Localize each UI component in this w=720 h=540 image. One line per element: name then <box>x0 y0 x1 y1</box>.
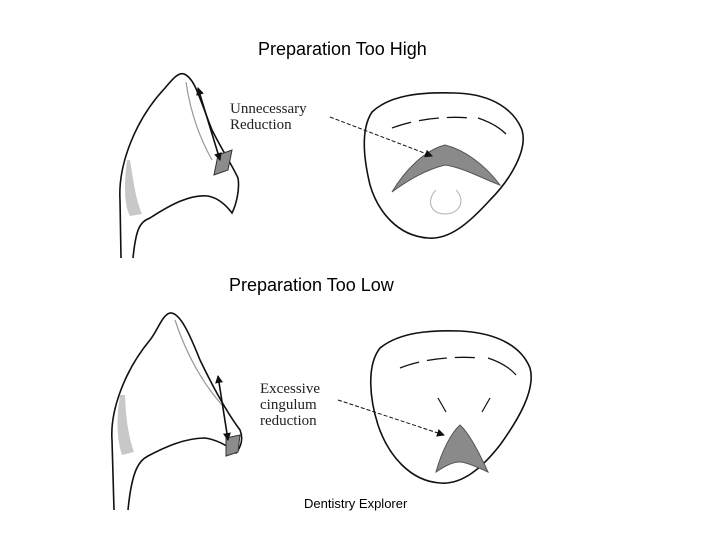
tooth-side-view-low <box>111 312 243 511</box>
label-unnecessary-reduction: Unnecessary Reduction <box>230 101 307 133</box>
label-line: Unnecessary <box>230 101 307 117</box>
label-line: Excessive <box>260 381 320 397</box>
label-excessive-cingulum-reduction: Excessive cingulum reduction <box>260 381 320 429</box>
label-line: Reduction <box>230 117 292 133</box>
footer-credit: Dentistry Explorer <box>304 496 408 511</box>
label-line: reduction <box>260 413 317 429</box>
tooth-incisal-view-low <box>337 330 532 484</box>
tooth-incisal-view-high <box>329 92 524 239</box>
tooth-side-view-high <box>119 72 240 259</box>
label-line: cingulum <box>260 397 317 413</box>
title-preparation-too-high: Preparation Too High <box>258 39 427 59</box>
title-preparation-too-low: Preparation Too Low <box>229 275 394 295</box>
